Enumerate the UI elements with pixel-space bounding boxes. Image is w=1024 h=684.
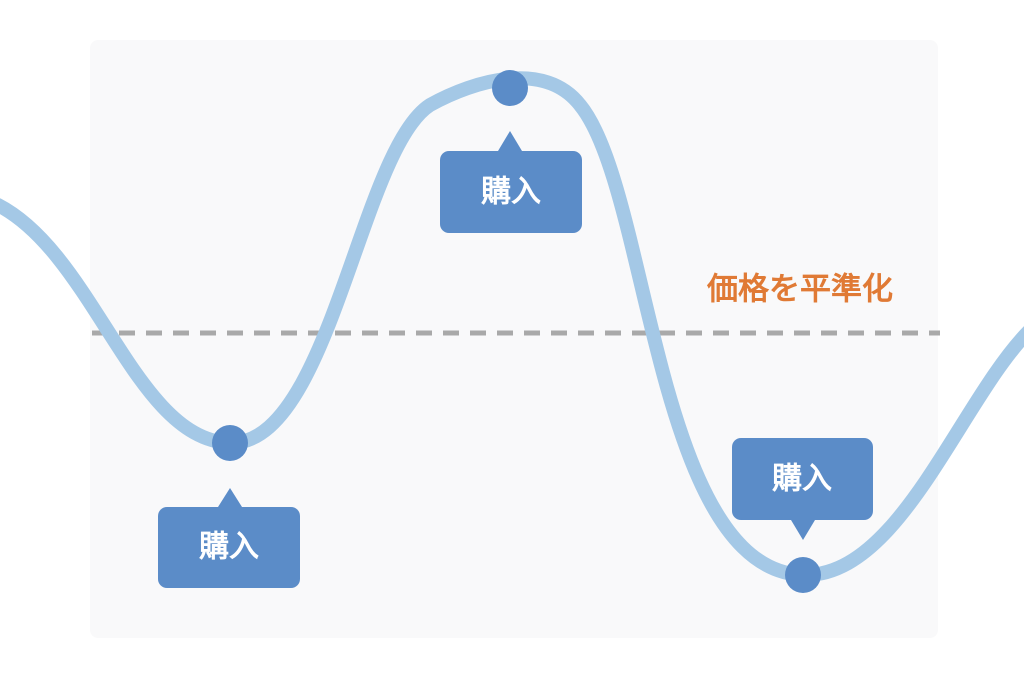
buy-callout-2-label: 購入 (481, 175, 541, 210)
price-curve (0, 71, 1024, 583)
average-price-label: 価格を平準化 (706, 272, 893, 308)
buy-callout-2: 購入 (440, 131, 582, 233)
buy-point-1 (212, 425, 248, 461)
buy-point-2 (492, 70, 528, 106)
buy-callout-1-label: 購入 (199, 530, 259, 565)
buy-callout-1: 購入 (158, 488, 300, 588)
buy-callout-3-label: 購入 (772, 462, 832, 497)
buy-callout-3: 購入 (732, 438, 873, 540)
buy-point-3 (785, 557, 821, 593)
